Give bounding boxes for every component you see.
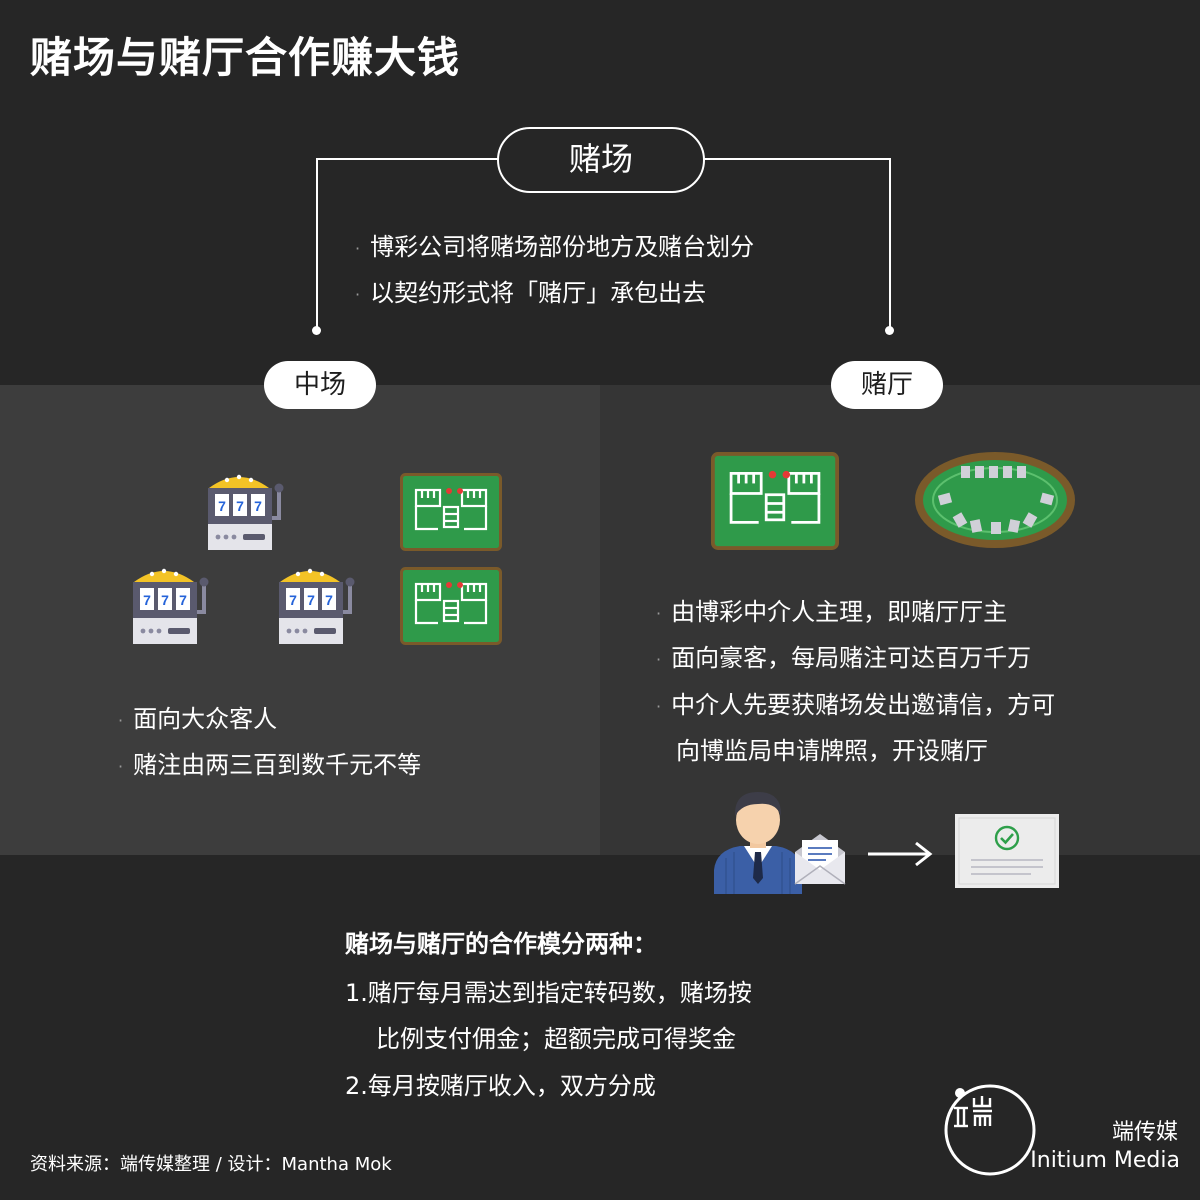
vip-room-bullet-2: ·面向豪客，每局赌注可达百万千万 [656,644,1032,672]
casino-bullet-2: ·以契约形式将「赌厅」承包出去 [355,279,707,307]
page-title: 赌场与赌厅合作赚大钱 [30,33,461,82]
mass-floor-bullet-1: ·面向大众客人 [118,705,278,733]
svg-text:7: 7 [218,498,226,514]
svg-text:7: 7 [161,592,169,608]
cooperation-title: 赌场与赌厅的合作模分两种： [345,930,657,958]
vip-room-panel [600,385,1200,855]
slot-machine-icon: 7 7 7 [279,568,355,644]
svg-text:7: 7 [179,592,187,608]
initium-logo-icon [944,1084,1036,1176]
svg-text:7: 7 [307,592,315,608]
casino-label: 赌场 [497,127,705,193]
svg-text:7: 7 [143,592,151,608]
arrow-right-icon [868,841,933,867]
gaming-table-icon [400,567,502,645]
cooperation-line-2: 比例支付佣金；超额完成可得奖金 [376,1025,736,1053]
mass-floor-bullet-2: ·赌注由两三百到数千元不等 [118,751,422,779]
check-icon [994,825,1020,851]
gaming-table-icon [400,473,502,551]
connector-top-left [316,158,498,160]
casino-bullet-1: ·博彩公司将赌场部份地方及赌台划分 [355,233,755,261]
connector-left-dot [312,326,321,335]
license-document-icon [955,814,1059,888]
businessman-icon [714,792,802,894]
slot-machine-icon: 7 7 7 [133,568,209,644]
cooperation-line-1: 1.赌厅每月需达到指定转码数，赌场按 [345,979,752,1007]
connector-left-vertical [316,158,318,330]
gaming-table-icon [711,452,839,550]
svg-text:7: 7 [236,498,244,514]
svg-text:7: 7 [289,592,297,608]
slot-machine-icon: 7 7 7 [208,474,284,550]
vip-room-bullet-3: ·中介人先要获赌场发出邀请信，方可 [656,691,1056,719]
connector-right-dot [885,326,894,335]
oval-poker-table-icon [915,452,1075,548]
vip-room-label: 赌厅 [831,361,943,409]
svg-text:7: 7 [325,592,333,608]
brand-name-en: Initium Media [1030,1148,1180,1173]
cooperation-line-3: 2.每月按赌厅收入，双方分成 [345,1072,656,1100]
connector-top-right [704,158,890,160]
envelope-icon [794,834,846,885]
svg-text:7: 7 [254,498,262,514]
connector-right-vertical [889,158,891,330]
source-credit: 资料来源：端传媒整理 / 设计：Mantha Mok [30,1154,392,1175]
brand-name-cn: 端传媒 [1111,1120,1178,1145]
vip-room-bullet-3-cont: 向博监局申请牌照，开设赌厅 [676,737,988,765]
mass-floor-label: 中场 [264,361,376,409]
vip-room-bullet-1: ·由博彩中介人主理，即赌厅厅主 [656,598,1008,626]
